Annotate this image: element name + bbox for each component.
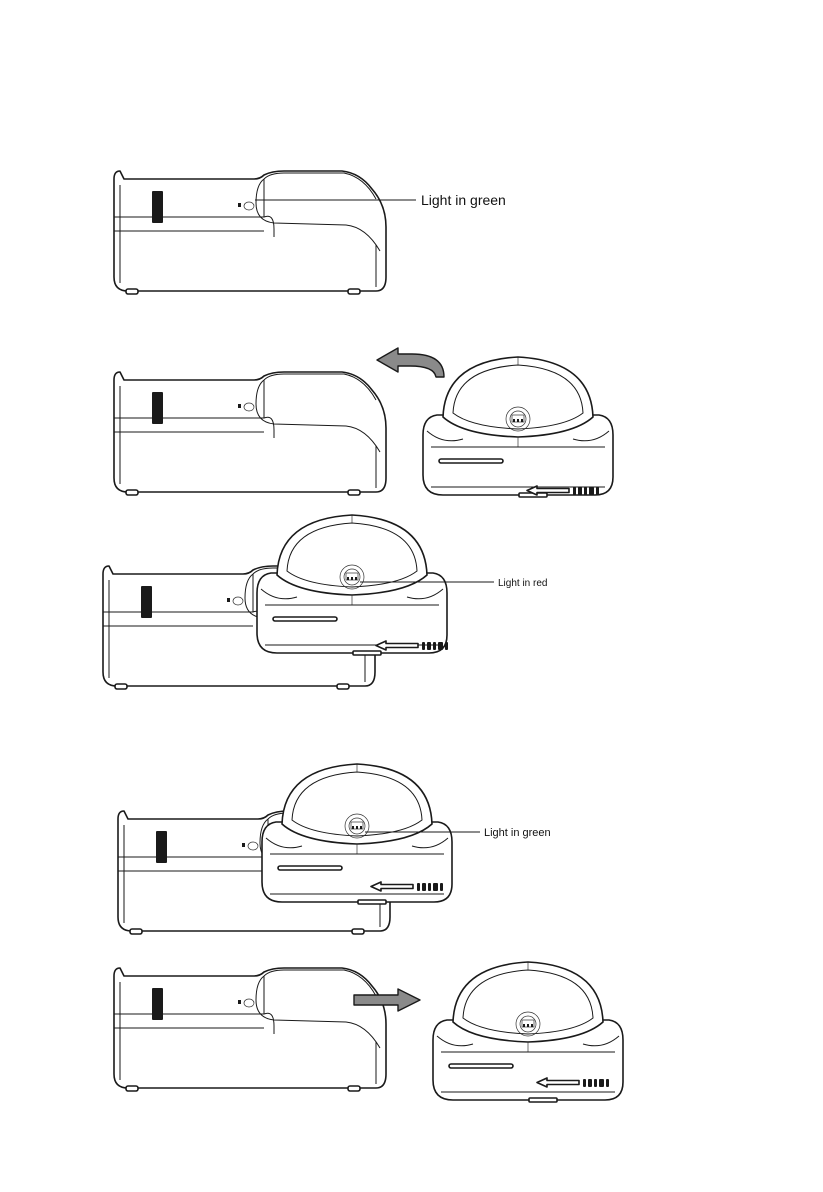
- step2-charger-base: [114, 372, 386, 495]
- curved-arrow-left-icon: [377, 348, 444, 377]
- step5-charger-base: [114, 968, 386, 1091]
- step3-drum-unit: [257, 515, 447, 655]
- step2-drum-unit: [423, 357, 613, 497]
- step1-light-label: Light in green: [421, 192, 506, 208]
- step4-light-label: Light in green: [484, 827, 551, 839]
- step3-light-label: Light in red: [498, 578, 547, 589]
- step1-charger-base: [114, 171, 386, 294]
